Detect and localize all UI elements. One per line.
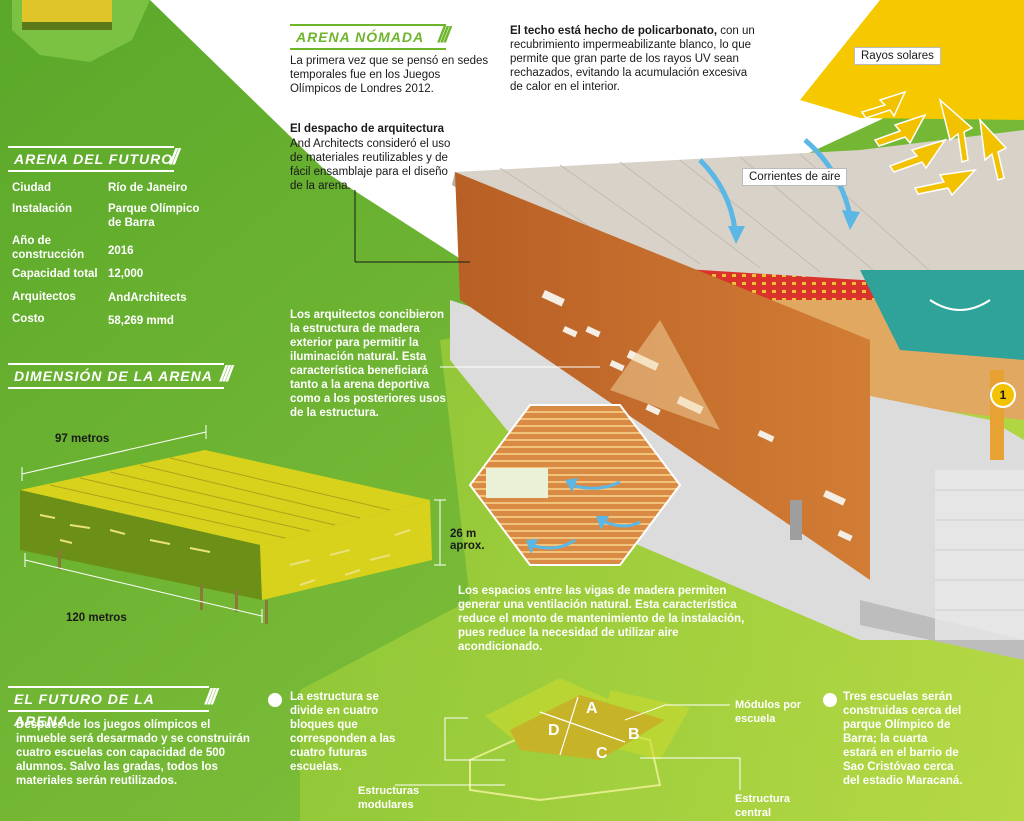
width-label: 97 metros [55,433,110,445]
bullet-dot [823,693,837,707]
bloques-text: La estructura se divide en cuatro bloque… [290,691,396,773]
row-val-arquitectos: AndArchitects [108,292,187,304]
modulos-por-escuela-label: Módulos por escuela [735,699,801,725]
estructuras-modulares-label: Estructuras modulares [358,785,420,811]
row-key-capacidad: Capacidad total [12,268,98,280]
row-val-instalacion: Parque Olímpico de Barra [108,203,200,229]
header-slashes: /// [205,684,217,709]
length-label: 120 metros [66,612,127,624]
row-val-capacidad: 12,000 [108,268,144,280]
escuelas-text: Tres escuelas serán construidas cerca de… [843,691,963,787]
techo-rest: con un recubrimiento impermeabilizante b… [510,25,755,93]
module-d: D [548,722,560,739]
corrientes-aire-label: Corrientes de aire [742,168,848,186]
row-key-ano: Año de construcción [12,235,85,261]
futuro-header: EL FUTURO DE LA ARENA [8,686,209,729]
arena-nomada-header: ARENA NÓMADA [290,24,446,50]
bullet-dot [268,693,282,707]
header-slashes: /// [438,22,450,47]
despacho-text: And Architects consideró el uso de mater… [290,138,451,192]
callout-badge: 1 [990,382,1016,408]
module-a: A [586,700,598,717]
dimension-header: DIMENSIÓN DE LA ARENA [8,363,224,389]
row-key-arquitectos: Arquitectos [12,291,76,303]
height-value: 26 m [450,528,477,540]
row-val-costo: 58,269 mmd [108,315,174,327]
header-slashes: // [170,144,179,169]
row-key-ciudad: Ciudad [12,182,51,194]
techo-bold: El techo está hecho de policarbonato, [510,25,718,37]
row-val-ano: 2016 [108,245,134,257]
height-approx: aprox. [450,540,485,552]
arena-futuro-header: ARENA DEL FUTURO [8,146,174,172]
module-b: B [628,726,640,743]
arena-nomada-text: La primera vez que se pensó en sedes tem… [290,55,489,95]
ventilacion-text: Los espacios entre las vigas de madera p… [458,585,745,653]
row-key-instalacion: Instalación [12,203,73,215]
futuro-text: Después de los juegos olímpicos el inmue… [16,719,250,787]
row-val-ciudad: Río de Janeiro [108,182,188,194]
rayos-solares-label: Rayos solares [854,47,941,65]
row-key-costo: Costo [12,313,45,325]
iluminacion-text: Los arquitectos concibieron la estructur… [290,309,446,419]
header-slashes: /// [220,361,232,386]
techo-text: El techo está hecho de policarbonato, co… [510,24,755,94]
module-c: C [596,745,608,762]
despacho-title: El despacho de arquitectura [290,123,445,135]
estructura-central-label: Estructura central [735,793,791,819]
